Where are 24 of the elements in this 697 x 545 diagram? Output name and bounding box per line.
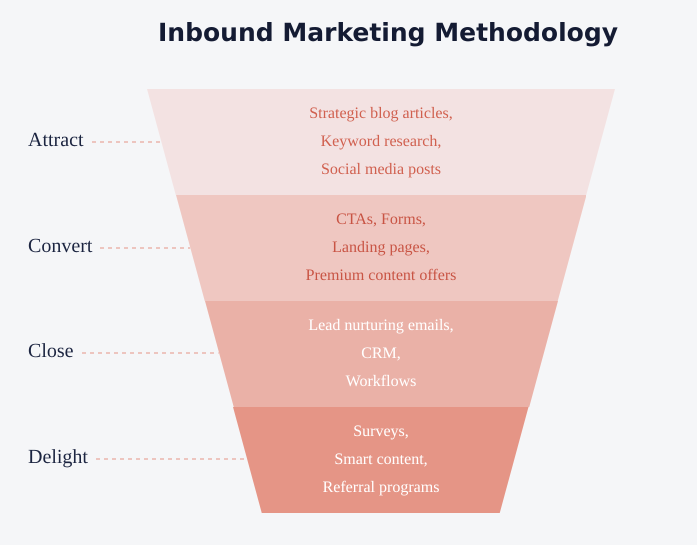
stage-tactic-text: Social media posts — [321, 161, 441, 178]
stage-tactic-text: CRM, — [361, 345, 401, 362]
leader-line — [82, 352, 219, 354]
stage-tactic-text: Smart content, — [334, 451, 428, 468]
funnel-band — [147, 89, 615, 195]
funnel-band — [176, 195, 586, 301]
stage-label: Convert — [28, 235, 92, 258]
leader-line — [92, 141, 162, 143]
stage-tactic-text: Keyword research, — [320, 133, 442, 150]
stage-tactic-text: Lead nurturing emails, — [308, 317, 454, 334]
stage-label: Attract — [28, 129, 84, 152]
stage-tactic-text: Referral programs — [322, 479, 440, 496]
diagram-title: Inbound Marketing Methodology — [158, 18, 618, 47]
stage-tactic-text: CTAs, Forms, — [336, 211, 426, 228]
stage-tactic-text: Workflows — [346, 373, 416, 390]
stage-tactic-text: Strategic blog articles, — [309, 105, 453, 122]
leader-line — [100, 247, 190, 249]
funnel-band — [204, 301, 558, 407]
stage-label: Close — [28, 340, 74, 363]
stage-tactic-text: Surveys, — [353, 423, 409, 440]
stage-label: Delight — [28, 446, 88, 469]
funnel-band — [233, 407, 529, 513]
stage-tactic-text: Landing pages, — [332, 239, 430, 256]
stage-tactic-text: Premium content offers — [306, 267, 456, 284]
